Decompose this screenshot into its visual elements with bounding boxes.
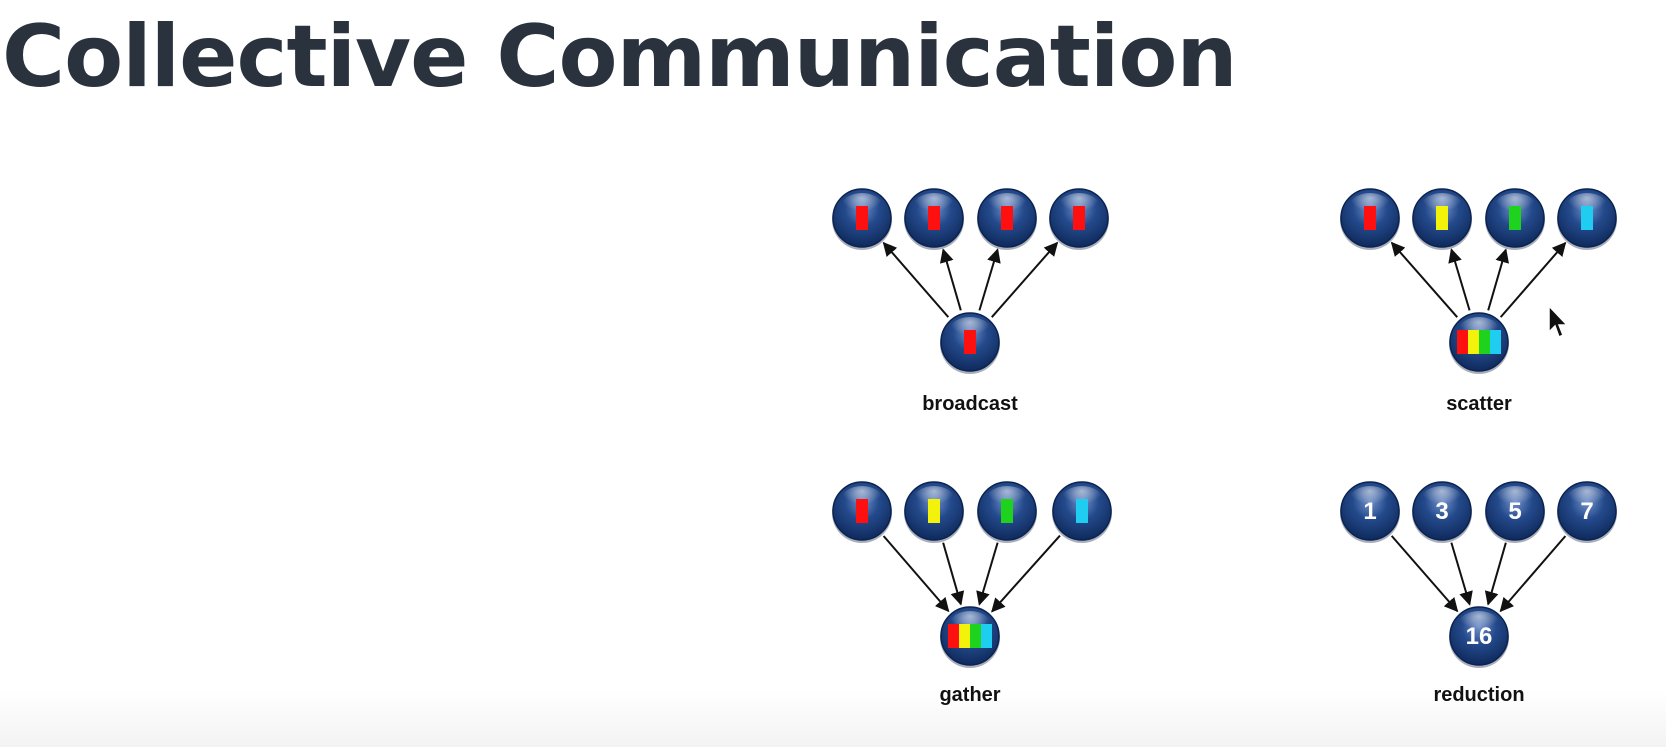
node-value: 3	[1435, 498, 1448, 525]
data-block-red	[948, 624, 959, 648]
scatter-label: scatter	[1446, 393, 1512, 415]
arrow	[1499, 535, 1567, 613]
data-block-red	[928, 206, 940, 230]
data-block-red	[856, 206, 868, 230]
data-block-cyan	[1076, 499, 1088, 523]
data-block-yellow	[959, 624, 970, 648]
data-block-red	[964, 330, 976, 354]
broadcast-label: broadcast	[922, 393, 1018, 415]
arrow	[1484, 542, 1507, 606]
broadcast-diagram: broadcast	[832, 188, 1109, 415]
arrow	[882, 535, 950, 613]
arrow	[1487, 248, 1510, 311]
data-block-red	[1364, 206, 1376, 230]
data-block-cyan	[1581, 206, 1593, 230]
broadcast-process-node-1	[832, 188, 892, 250]
node-value: 16	[1466, 623, 1493, 650]
reduction-process-node-3: 5	[1485, 481, 1545, 543]
arrow	[939, 248, 962, 311]
reduction-process-node-2: 3	[1412, 481, 1472, 543]
arrow	[1390, 241, 1458, 318]
arrow	[978, 248, 1001, 311]
scatter-diagram: scatter	[1340, 188, 1617, 415]
gather-root-node	[940, 606, 1000, 668]
gather-diagram: gather	[832, 481, 1112, 706]
arrow	[991, 534, 1061, 613]
data-block-green	[1509, 206, 1521, 230]
gather-label: gather	[939, 684, 1000, 706]
arrow	[942, 542, 965, 606]
scatter-process-node-1	[1340, 188, 1400, 250]
reduction-process-node-4: 7	[1557, 481, 1617, 543]
node-value: 7	[1580, 498, 1593, 525]
arrow	[1390, 535, 1459, 613]
broadcast-process-node-4	[1049, 188, 1109, 250]
scatter-process-node-3	[1485, 188, 1545, 250]
arrow	[991, 241, 1059, 318]
arrow	[1499, 241, 1567, 318]
data-block-green	[1479, 330, 1490, 354]
scatter-root-node	[1449, 312, 1509, 374]
data-block-red	[856, 499, 868, 523]
reduction-root-node: 16	[1449, 606, 1509, 668]
node-value: 5	[1508, 498, 1521, 525]
data-block-red	[1001, 206, 1013, 230]
scatter-process-node-4	[1557, 188, 1617, 250]
scatter-process-node-2	[1412, 188, 1472, 250]
data-block-red	[1457, 330, 1468, 354]
data-block-yellow	[928, 499, 940, 523]
mouse-cursor-icon	[1548, 304, 1569, 339]
reduction-process-node-1: 1	[1340, 481, 1400, 543]
slide-title: Collective Communication	[2, 7, 1238, 107]
broadcast-root-node	[940, 312, 1000, 374]
arrow	[1448, 248, 1471, 311]
data-block-red	[1073, 206, 1085, 230]
gather-process-node-2	[904, 481, 964, 543]
data-block-cyan	[981, 624, 992, 648]
reduction-label: reduction	[1433, 684, 1524, 706]
node-value: 1	[1363, 498, 1376, 525]
arrow	[882, 241, 950, 318]
data-block-green	[970, 624, 981, 648]
data-block-green	[1001, 499, 1013, 523]
arrow	[976, 542, 999, 606]
data-block-yellow	[1468, 330, 1479, 354]
data-block-yellow	[1436, 206, 1448, 230]
gather-process-node-4	[1052, 481, 1112, 543]
reduction-diagram: 1 3 5 7 16 reduction	[1340, 481, 1617, 706]
broadcast-process-node-3	[977, 188, 1037, 250]
gather-process-node-3	[977, 481, 1037, 543]
broadcast-process-node-2	[904, 188, 964, 250]
data-block-cyan	[1490, 330, 1501, 354]
gather-process-node-1	[832, 481, 892, 543]
arrow	[1450, 542, 1473, 606]
